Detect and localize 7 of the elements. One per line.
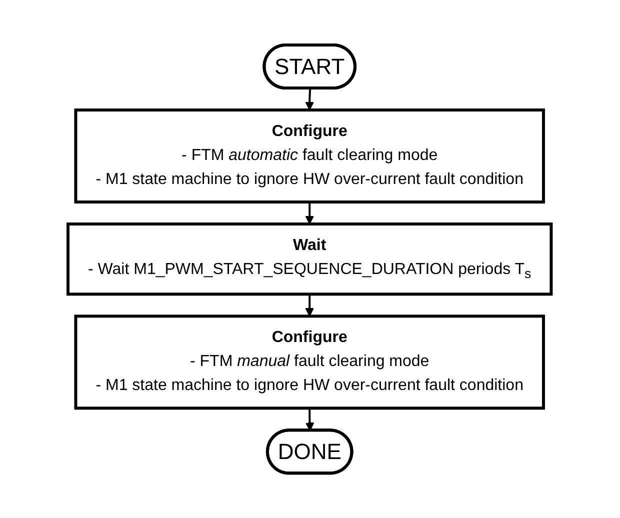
node-box: Configure - FTM automatic fault clearing mode - M1 state machine to ignore HW over-current fault condition (74, 108, 546, 204)
arrow (306, 88, 314, 110)
node-box: Configure - FTM manual fault clearing mode - M1 state machine to ignore HW over-current fault condition (74, 314, 546, 410)
arrow (306, 408, 315, 431)
node-box: Wait - Wait M1_PWM_START_SEQUENCE_DURATION periods T$_{s}$ (66, 222, 554, 296)
arrow (306, 294, 314, 316)
arrow (306, 202, 314, 224)
